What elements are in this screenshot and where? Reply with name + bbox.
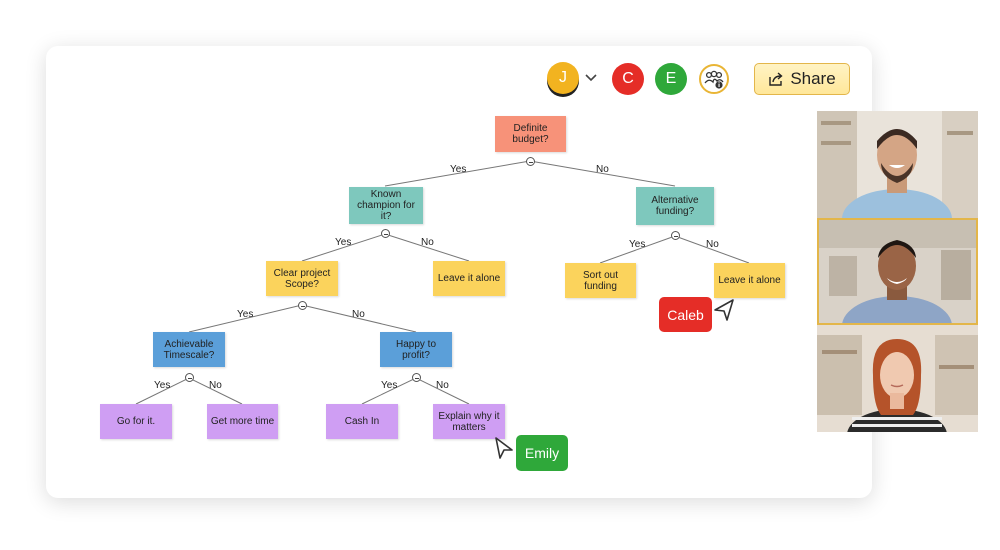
node-leave-alone-right[interactable]: Leave it alone <box>714 263 785 298</box>
node-get-more-time[interactable]: Get more time <box>207 404 278 439</box>
edge-label-no: No <box>596 164 609 175</box>
cursor-tag-emily: Emily <box>516 435 568 471</box>
avatar-c-initial: C <box>622 70 634 87</box>
node-clear-scope[interactable]: Clear project Scope? <box>266 261 338 296</box>
cursor-arrow-icon <box>495 437 513 459</box>
edge-label-no: No <box>209 380 222 391</box>
people-info-icon <box>704 70 724 89</box>
avatar-e-initial: E <box>665 70 677 87</box>
node-alternative-funding-text: Alternative funding? <box>651 195 699 217</box>
edge-label-yes: Yes <box>450 164 467 175</box>
cursor-tag-caleb: Caleb <box>659 297 712 332</box>
participants-button[interactable] <box>699 64 729 94</box>
node-cash-in[interactable]: Cash In <box>326 404 398 439</box>
chevron-down-icon[interactable] <box>584 70 598 84</box>
collapse-icon[interactable] <box>671 231 680 240</box>
video-tile-participant-2[interactable] <box>817 218 978 325</box>
edge-label-yes: Yes <box>154 380 171 391</box>
share-button[interactable]: Share <box>754 63 850 95</box>
avatar-e[interactable]: E <box>655 63 687 95</box>
share-icon <box>769 72 783 86</box>
node-achievable-timescale-text: Achievable Timescale? <box>163 338 215 361</box>
edge-label-yes: Yes <box>237 309 254 320</box>
node-happy-to-profit[interactable]: Happy to profit? <box>380 332 452 367</box>
node-leave-alone-left[interactable]: Leave it alone <box>433 261 505 296</box>
participant-photo <box>819 220 976 323</box>
node-alternative-funding[interactable]: Alternative funding? <box>636 187 714 225</box>
edge-label-yes: Yes <box>381 380 398 391</box>
node-achievable-timescale[interactable]: Achievable Timescale? <box>153 332 225 367</box>
edge-label-yes: Yes <box>335 237 352 248</box>
video-tile-participant-3[interactable] <box>817 325 978 432</box>
cursor-arrow-icon <box>714 299 734 321</box>
participant-photo <box>817 325 978 432</box>
edge-label-no: No <box>421 237 434 248</box>
collapse-icon[interactable] <box>381 229 390 238</box>
node-cash-in-text: Cash In <box>344 416 380 427</box>
edge-label-yes: Yes <box>629 239 646 250</box>
node-go-for-it-text: Go for it. <box>116 416 156 427</box>
node-explain-why-text: Explain why it matters <box>438 410 500 433</box>
collapse-icon[interactable] <box>412 373 421 382</box>
node-known-champion-text: Known champion for it? <box>357 189 415 222</box>
participant-photo <box>817 111 978 218</box>
node-leave-alone-left-text: Leave it alone <box>437 273 501 284</box>
avatar-j[interactable]: J <box>547 62 579 94</box>
edge-label-no: No <box>706 239 719 250</box>
node-happy-to-profit-text: Happy to profit? <box>395 338 437 361</box>
node-definite-budget-text: Definite budget? <box>512 123 549 145</box>
edge-label-no: No <box>436 380 449 391</box>
video-tile-participant-1[interactable] <box>817 111 978 218</box>
node-leave-alone-right-text: Leave it alone <box>718 275 781 286</box>
collapse-icon[interactable] <box>526 157 535 166</box>
collapse-icon[interactable] <box>298 301 307 310</box>
cursor-name-emily: Emily <box>524 445 560 461</box>
avatar-c[interactable]: C <box>612 63 644 95</box>
node-sort-out-funding-text: Sort out funding <box>582 269 619 292</box>
share-label: Share <box>790 69 836 88</box>
node-definite-budget[interactable]: Definite budget? <box>495 116 566 152</box>
node-go-for-it[interactable]: Go for it. <box>100 404 172 439</box>
node-known-champion[interactable]: Known champion for it? <box>349 187 423 224</box>
cursor-name-caleb: Caleb <box>667 306 704 323</box>
collapse-icon[interactable] <box>185 373 194 382</box>
edge-label-no: No <box>352 309 365 320</box>
node-sort-out-funding[interactable]: Sort out funding <box>565 263 636 298</box>
node-explain-why[interactable]: Explain why it matters <box>433 404 505 439</box>
node-get-more-time-text: Get more time <box>210 416 275 427</box>
avatar-j-initial: J <box>559 69 567 86</box>
node-clear-scope-text: Clear project Scope? <box>273 267 331 290</box>
